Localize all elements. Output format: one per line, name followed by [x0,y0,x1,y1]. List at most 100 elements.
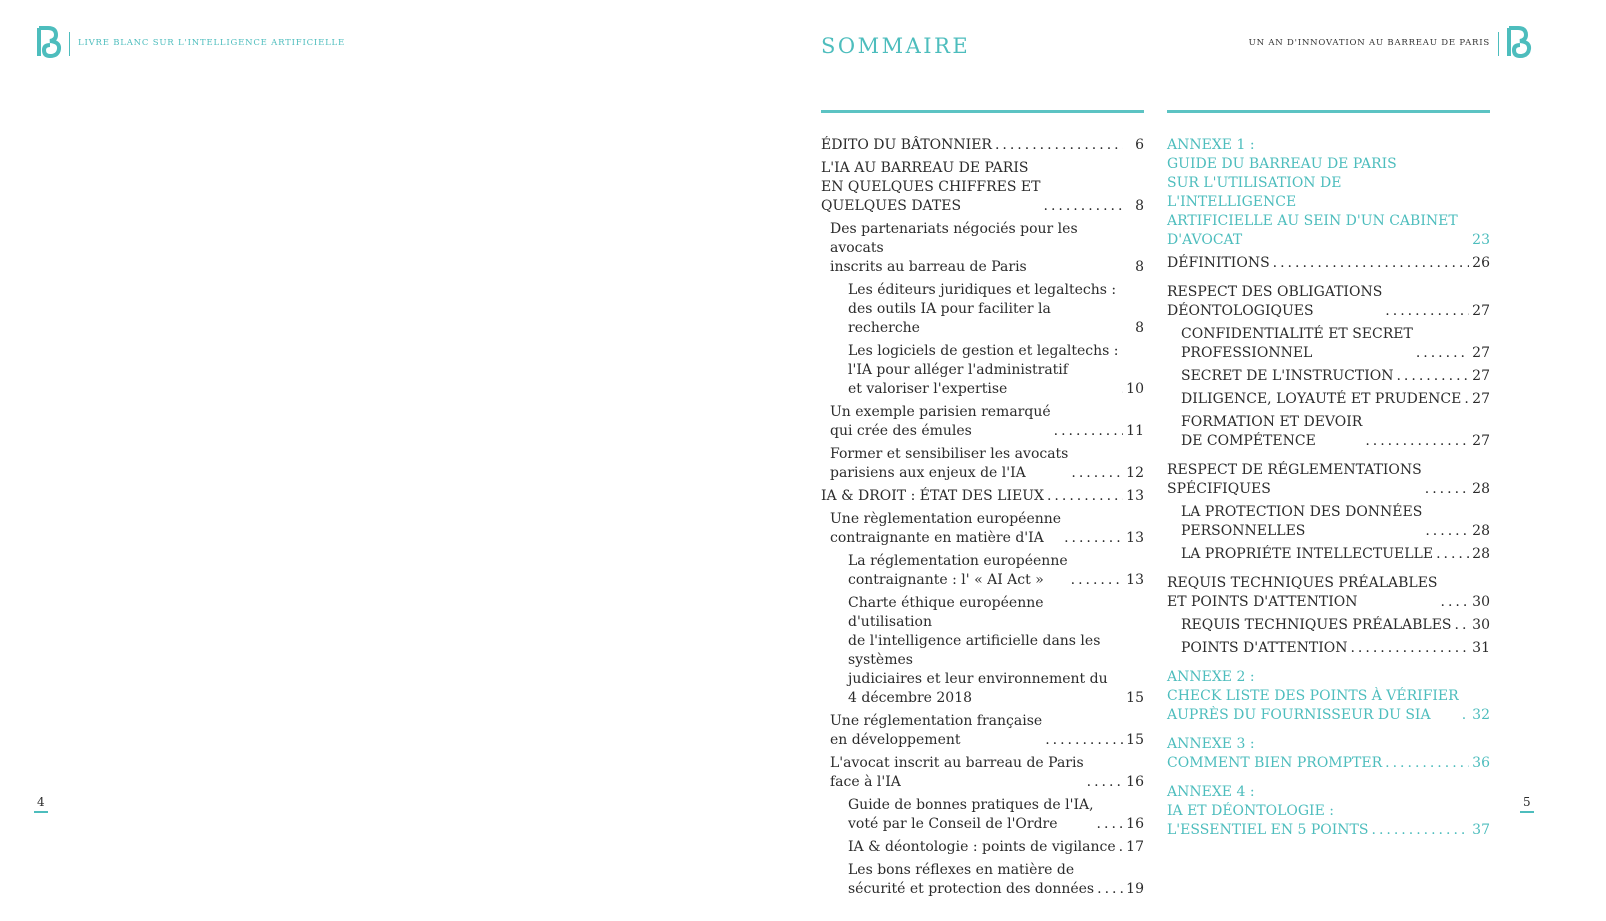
toc-entry-page: 11 [1126,423,1144,439]
toc-entry-page: 8 [1135,198,1144,214]
toc-entry-page: 8 [1135,320,1144,336]
toc-entry[interactable]: Charte éthique européenne d'utilisation … [821,594,1144,708]
toc-entry[interactable]: Un exemple parisien remarqué qui crée de… [821,403,1144,441]
toc-entry[interactable]: POINTS D'ATTENTION......................… [1167,639,1490,658]
toc-entry-page: 30 [1472,617,1490,633]
dot-leader: ........................................… [1365,433,1469,449]
toc-entry-page: 30 [1472,594,1490,610]
toc-entry[interactable]: DILIGENCE, LOYAUTÉ ET PRUDENCE..........… [1167,390,1490,409]
toc-entry[interactable]: ANNEXE 3 : COMMENT BIEN PROMPTER........… [1167,735,1490,773]
toc-entry-page: 13 [1126,530,1144,546]
toc-entry-title: DÉFINITIONS [1167,255,1270,271]
toc-entry-title: L'avocat inscrit au barreau de Paris fac… [830,755,1084,790]
dot-leader: ........................................… [1096,816,1123,832]
toc-entry[interactable]: Les éditeurs juridiques et legaltechs : … [821,281,1144,338]
dot-leader: ........................................… [1070,572,1123,588]
dot-leader: ........................................… [1350,640,1469,656]
toc-entry[interactable]: REQUIS TECHNIQUES PRÉALABLES............… [1167,616,1490,635]
toc-entry[interactable]: DÉFINITIONS.............................… [1167,254,1490,273]
column-rule-right [1167,110,1490,113]
toc-entry[interactable]: Une règlementation européenne contraigna… [821,510,1144,548]
toc-entry[interactable]: ANNEXE 4 : IA ET DÉONTOLOGIE : L'ESSENTI… [1167,783,1490,840]
toc-entry-title: Les éditeurs juridiques et legaltechs : … [848,282,1117,336]
dot-leader: ........................................… [1461,707,1469,723]
toc-entry-title: Les bons réflexes en matière de sécurité… [848,862,1095,897]
toc-entry-title: L'IA AU BARREAU DE PARIS EN QUELQUES CHI… [821,160,1041,214]
toc-right-column: ANNEXE 1 : GUIDE DU BARREAU DE PARIS SUR… [1167,136,1490,844]
dot-leader: ........................................… [1436,546,1469,562]
toc-entry-title: SECRET DE L'INSTRUCTION [1181,368,1394,384]
toc-entry-title: Guide de bonnes pratiques de l'IA, voté … [848,797,1094,832]
dot-leader: ........................................… [1425,523,1469,539]
toc-entry[interactable]: Guide de bonnes pratiques de l'IA, voté … [821,796,1144,834]
toc-entry[interactable]: Les bons réflexes en matière de sécurité… [821,861,1144,899]
toc-entry-title: REQUIS TECHNIQUES PRÉALABLES [1181,617,1452,633]
barreau-logo-left [36,26,62,59]
toc-entry-title: Former et sensibiliser les avocats paris… [830,446,1069,481]
dot-leader: ........................................… [1371,822,1470,838]
dot-leader: ........................................… [1464,390,1469,409]
toc-entry[interactable]: IA & DROIT : ÉTAT DES LIEUX.............… [821,487,1144,506]
toc-entry-title: DILIGENCE, LOYAUTÉ ET PRUDENCE [1181,391,1462,407]
toc-entry[interactable]: L'avocat inscrit au barreau de Paris fac… [821,754,1144,792]
toc-entry-title: FORMATION ET DEVOIR DE COMPÉTENCE [1181,414,1363,449]
toc-entry-page: 19 [1126,881,1144,897]
toc-entry[interactable]: L'IA AU BARREAU DE PARIS EN QUELQUES CHI… [821,159,1144,216]
toc-entry[interactable]: Des partenariats négociés pour les avoca… [821,220,1144,277]
toc-entry[interactable]: Former et sensibiliser les avocats paris… [821,445,1144,483]
column-rule-left [821,110,1144,113]
toc-entry-page: 15 [1126,690,1144,706]
toc-entry[interactable]: IA & déontologie : points de vigilance..… [821,838,1144,857]
toc-entry[interactable]: SECRET DE L'INSTRUCTION.................… [1167,367,1490,386]
toc-entry-title: Une règlementation européenne contraigna… [830,511,1062,546]
dot-leader: ........................................… [1385,303,1469,319]
toc-entry-page: 36 [1472,755,1490,771]
header-divider-left [69,32,70,56]
page-number-left: 4 [34,795,48,813]
toc-entry[interactable]: LA PROTECTION DES DONNÉES PERSONNELLES..… [1167,503,1490,541]
dot-leader: ........................................… [1385,755,1469,771]
toc-entry-page: 26 [1472,255,1490,271]
toc-entry[interactable]: Les logiciels de gestion et legaltechs :… [821,342,1144,399]
dot-leader: ........................................… [1440,594,1470,610]
page-title: SOMMAIRE [821,34,971,58]
running-title-right: Un an d'innovation au barreau de Paris [1248,38,1490,48]
toc-entry[interactable]: CONFIDENTIALITÉ ET SECRET PROFESSIONNEL.… [1167,325,1490,363]
toc-entry[interactable]: ANNEXE 2 : CHECK LISTE DES POINTS À VÉRI… [1167,668,1490,725]
running-title-left: Livre blanc sur l'intelligence artificie… [78,38,345,48]
toc-entry[interactable]: La réglementation européenne contraignan… [821,552,1144,590]
toc-entry-page: 37 [1472,822,1490,838]
dot-leader: ........................................… [1053,423,1123,439]
dot-leader: ........................................… [994,137,1123,153]
toc-entry-page: 31 [1472,640,1490,656]
toc-entry-page: 10 [1126,381,1144,397]
toc-entry[interactable]: RESPECT DE RÉGLEMENTATIONS SPÉCIFIQUES..… [1167,461,1490,499]
dot-leader: ........................................… [1424,481,1469,497]
toc-entry[interactable]: FORMATION ET DEVOIR DE COMPÉTENCE.......… [1167,413,1490,451]
dot-leader: ........................................… [1272,255,1469,271]
toc-entry[interactable]: Une réglementation française en développ… [821,712,1144,750]
toc-entry[interactable]: RESPECT DES OBLIGATIONS DÉONTOLOGIQUES..… [1167,283,1490,321]
toc-entry-page: 16 [1126,816,1144,832]
toc-entry-title: ÉDITO DU BÂTONNIER [821,137,992,153]
toc-entry-page: 12 [1126,465,1144,481]
toc-entry-title: ANNEXE 3 : COMMENT BIEN PROMPTER [1167,736,1383,771]
toc-entry-page: 27 [1472,391,1490,407]
toc-entry-page: 28 [1472,523,1490,539]
toc-entry[interactable]: LA PROPRIÉTE INTELLECTUELLE.............… [1167,545,1490,564]
toc-entry-page: 27 [1472,433,1490,449]
dot-leader: ........................................… [1086,774,1123,790]
toc-entry-title: RESPECT DES OBLIGATIONS DÉONTOLOGIQUES [1167,284,1383,319]
toc-entry-title: POINTS D'ATTENTION [1181,640,1348,656]
toc-entry[interactable]: ÉDITO DU BÂTONNIER......................… [821,136,1144,155]
dot-leader: ........................................… [1396,368,1469,384]
dot-leader: ........................................… [1043,198,1124,214]
dot-leader: ........................................… [1097,881,1123,897]
dot-leader: ........................................… [1071,465,1123,481]
toc-entry-page: 17 [1126,839,1144,855]
toc-entry-title: Les logiciels de gestion et legaltechs :… [848,343,1119,397]
toc-entry[interactable]: ANNEXE 1 : GUIDE DU BARREAU DE PARIS SUR… [1167,136,1490,250]
dot-leader: ........................................… [1064,530,1123,546]
dot-leader: ........................................… [1045,732,1123,748]
toc-entry[interactable]: REQUIS TECHNIQUES PRÉALABLES ET POINTS D… [1167,574,1490,612]
